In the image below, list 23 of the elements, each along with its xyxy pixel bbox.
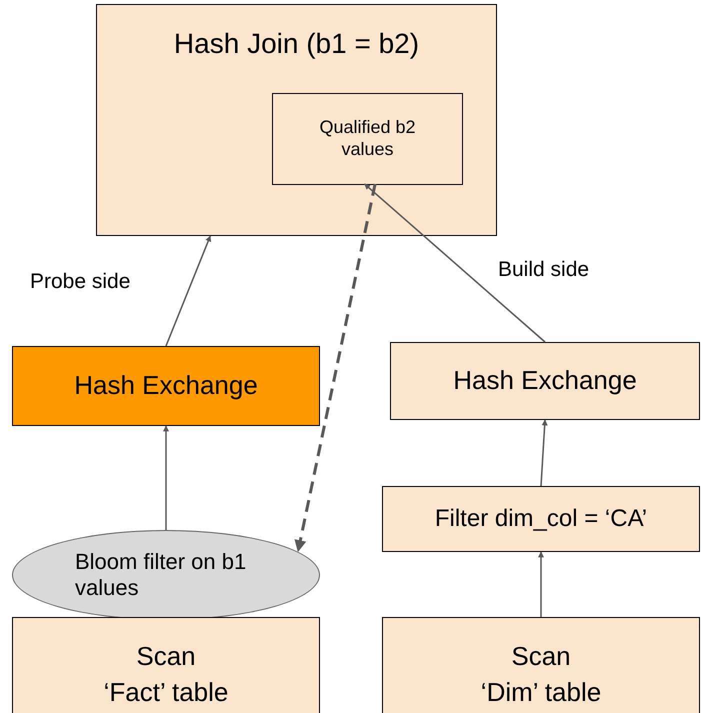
- arrow: [538, 551, 544, 617]
- operator-box: [272, 93, 463, 185]
- operator-box: [390, 342, 700, 420]
- operator-box: [96, 4, 497, 236]
- arrow: [165, 235, 212, 346]
- node-subtitle: ‘Dim’ table: [480, 676, 602, 710]
- arrow: [540, 419, 548, 486]
- arrow: [163, 425, 169, 530]
- node-title: Hash Exchange: [453, 365, 637, 397]
- arrow: [364, 183, 546, 343]
- scan-box: [12, 617, 320, 713]
- node-title: Filter dim_col = ‘CA’: [434, 504, 648, 534]
- node-subtitle: ‘Fact’ table: [104, 676, 228, 710]
- operator-box: [12, 346, 320, 426]
- node-title: Scan: [511, 640, 571, 673]
- operator-box: [382, 486, 700, 552]
- node-title: Hash Join (b1 = b2): [174, 27, 420, 61]
- scan-box: [382, 617, 700, 713]
- node-title: Qualified b2 values: [318, 117, 417, 161]
- arrow: [294, 184, 377, 552]
- node-title: Bloom filter on b1 values: [75, 548, 247, 602]
- node-title: Hash Exchange: [74, 370, 258, 402]
- node-title: Scan: [136, 640, 196, 673]
